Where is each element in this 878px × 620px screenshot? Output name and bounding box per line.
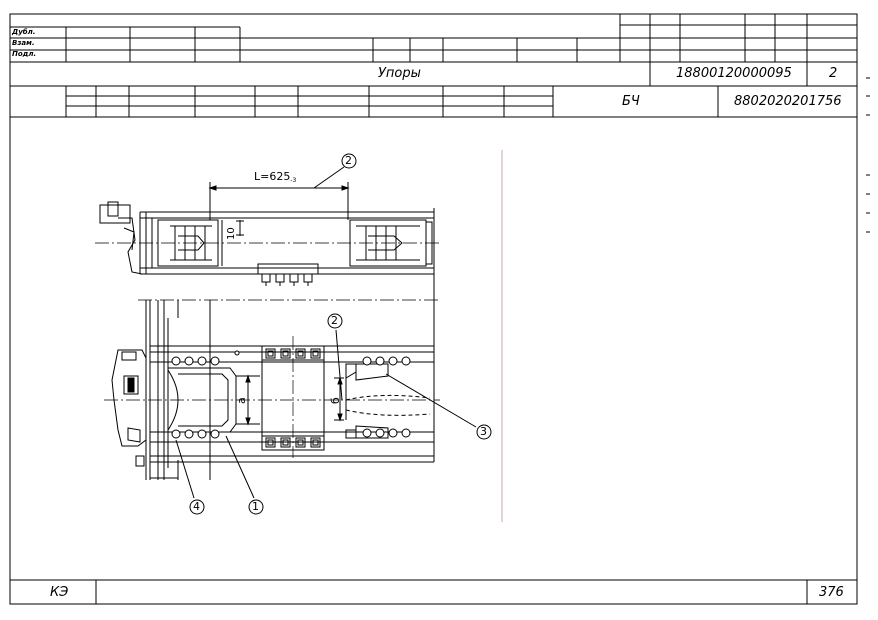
callout-circle-2-top xyxy=(341,153,357,169)
drawing-title: Упоры xyxy=(378,66,421,81)
department-code: БЧ xyxy=(622,94,640,109)
footer-page-number: 376 xyxy=(819,585,844,600)
stamp-label-podl: Подл. xyxy=(12,50,37,58)
callout-1: 1 xyxy=(252,500,259,513)
dimension-a: а xyxy=(235,397,248,404)
callout-3: 3 xyxy=(480,425,487,438)
bottom-view xyxy=(111,280,477,499)
stamp-label-vzam: Взам. xyxy=(12,39,35,47)
margin-ticks xyxy=(866,77,870,233)
callout-circle-2-bottom xyxy=(327,313,343,329)
callout-2-top: 2 xyxy=(345,154,352,167)
stamp-label-dubl: Дубл. xyxy=(12,28,36,36)
footer-left-label: КЭ xyxy=(50,585,69,600)
top-view xyxy=(99,166,435,286)
sheet-number: 2 xyxy=(829,66,838,81)
drawing-code: 8802020201756 xyxy=(734,94,842,109)
dimension-10: 10 xyxy=(226,227,237,240)
callout-circle-4 xyxy=(189,499,205,515)
callout-2-bottom: 2 xyxy=(331,314,338,327)
outer-frame xyxy=(9,13,858,605)
dimension-L: L=625-3 xyxy=(254,170,297,184)
dimension-b: б xyxy=(329,397,342,404)
callout-circle-1 xyxy=(248,499,264,515)
rivets xyxy=(171,350,411,439)
callout-circle-3 xyxy=(476,424,492,440)
document-number: 18800120000095 xyxy=(676,66,792,81)
callout-4: 4 xyxy=(193,500,200,513)
